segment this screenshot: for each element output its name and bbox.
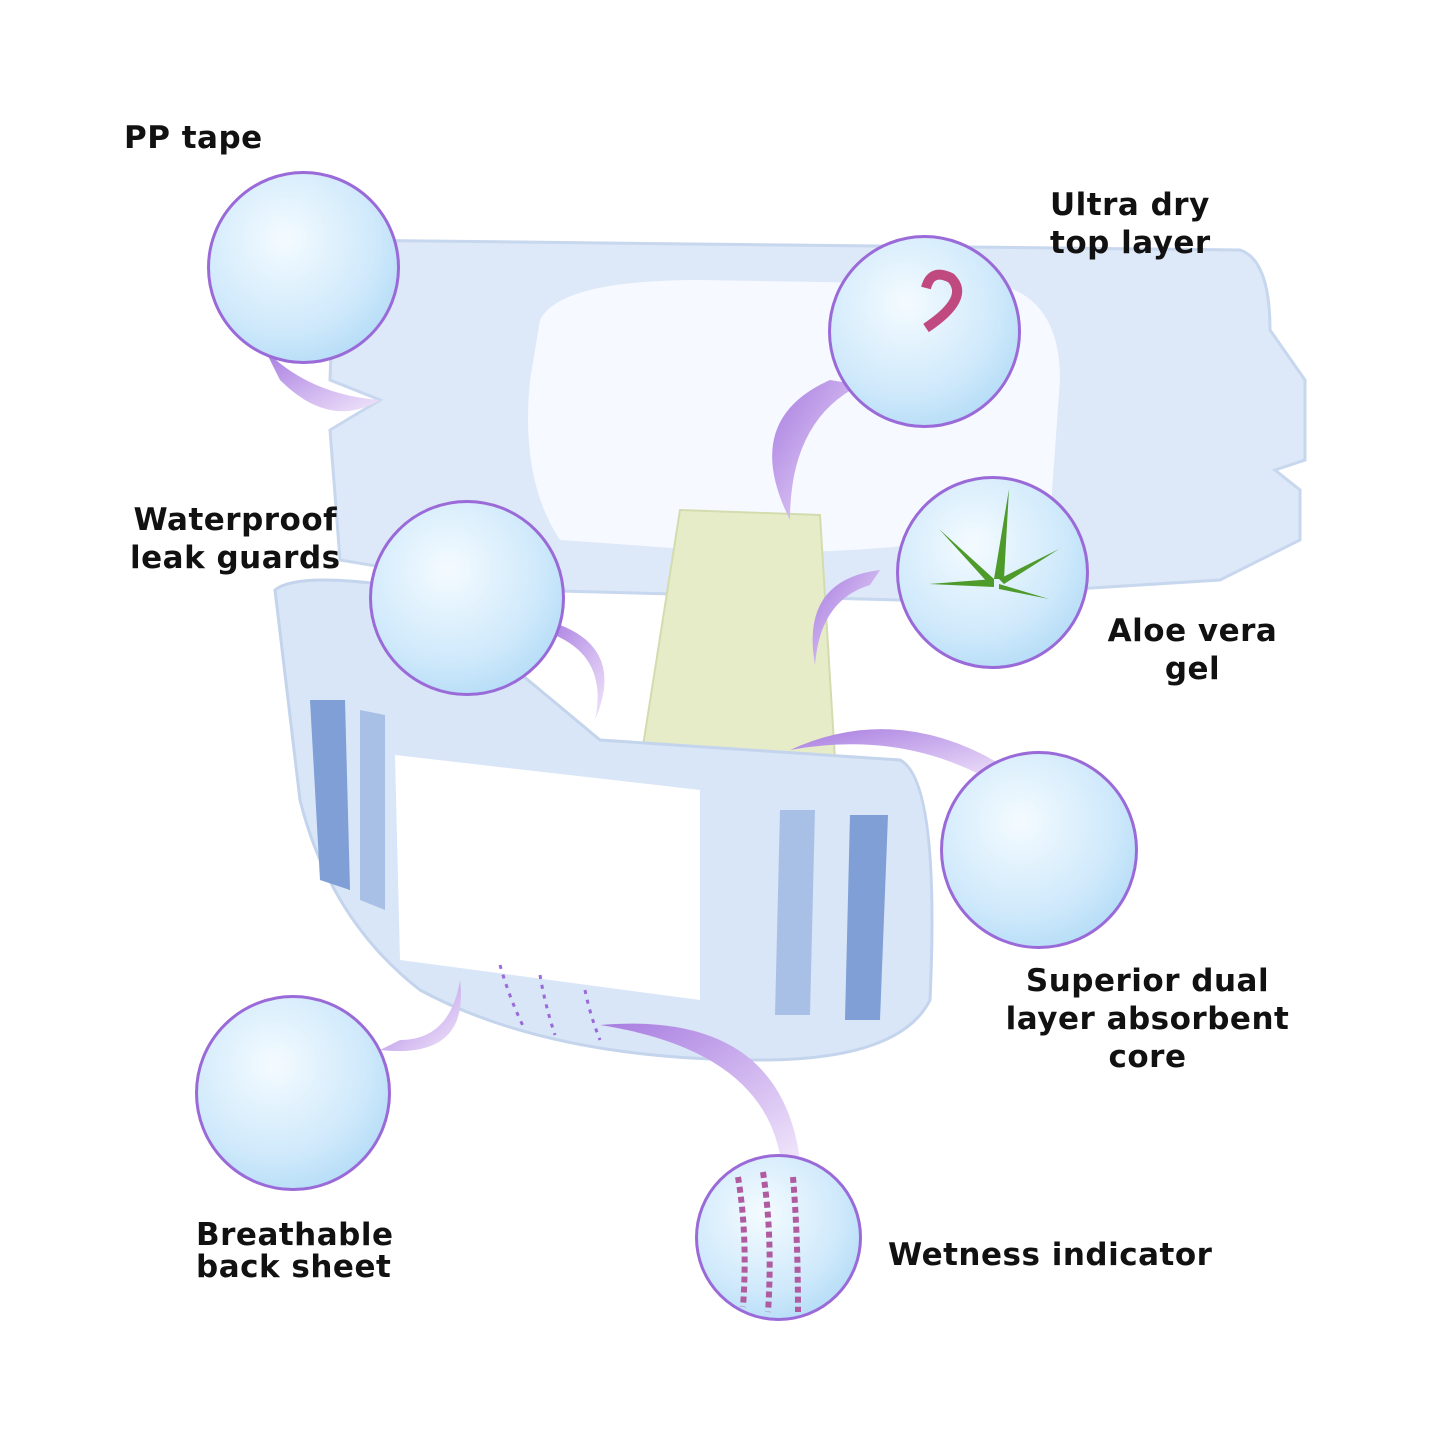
arrow-wetness <box>600 1023 800 1160</box>
arrow-ultra-dry <box>772 380 860 520</box>
front-label-area <box>395 755 700 1000</box>
front-stripe <box>845 815 888 1020</box>
pp-tape-detail-circle <box>207 171 400 364</box>
arrow-pp-tape <box>265 350 380 412</box>
wetness-detail-circle <box>695 1154 862 1321</box>
arrow-back-sheet <box>380 980 461 1052</box>
label-wetness: Wetness indicator <box>888 1237 1213 1273</box>
aloe-leaf-icon <box>929 489 1059 599</box>
front-stripe <box>775 810 815 1015</box>
arrow-leak-guards <box>540 625 605 720</box>
aloe-detail-circle <box>896 476 1089 669</box>
front-stripe <box>310 700 350 890</box>
arrow-core <box>790 729 1010 780</box>
curved-arrow-icon <box>921 269 963 333</box>
back-sheet-detail-circle <box>195 995 391 1191</box>
wetness-lines-icon <box>735 1171 801 1313</box>
label-pp-tape: PP tape <box>124 120 263 156</box>
ultra-dry-detail-circle <box>828 235 1021 428</box>
core-detail-circle <box>940 751 1138 949</box>
front-stripe <box>360 710 385 910</box>
leak-guards-detail-circle <box>369 500 565 696</box>
arrow-aloe <box>812 570 880 665</box>
